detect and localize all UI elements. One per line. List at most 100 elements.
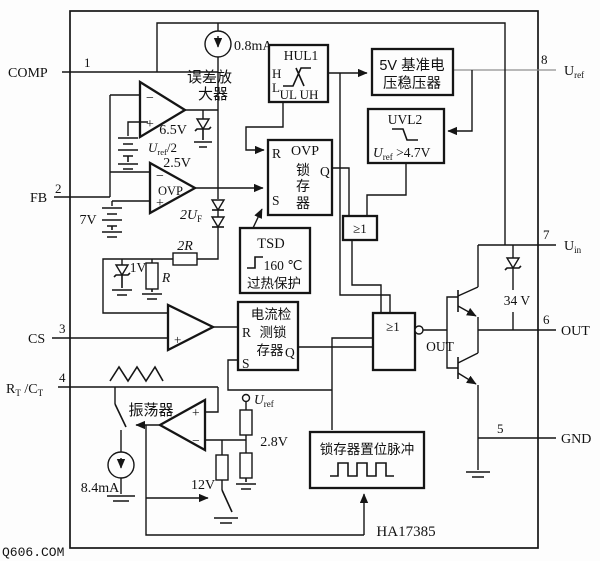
uref2-label: Uref/2	[148, 140, 177, 157]
hysteresis-icon	[283, 67, 311, 87]
inverter-bubble-icon	[414, 325, 424, 335]
pin-4-rtct: RT /CT 4	[6, 370, 218, 398]
hysteresis-icon	[392, 128, 418, 141]
svg-text:L: L	[272, 80, 280, 95]
minus-input: −	[146, 91, 154, 106]
ground-icon	[107, 495, 135, 502]
diode-icon	[210, 216, 226, 229]
svg-text:电流检: 电流检	[251, 307, 292, 322]
gate-label: ≥1	[353, 221, 367, 236]
pin-label: RT /CT	[6, 382, 44, 398]
svg-text:UL UH: UL UH	[280, 87, 319, 102]
uvl2-block: UVL2 Uref >4.7V	[366, 70, 473, 216]
uvl2-condition: Uref >4.7V	[373, 145, 431, 162]
q-output-label: Q	[285, 345, 295, 360]
plus-input: +	[174, 332, 181, 347]
pin-number: 3	[59, 321, 66, 336]
ground-icon	[214, 517, 238, 524]
latch-set-pulse-block: 锁存器置位脉冲	[308, 430, 426, 490]
thermal-shutdown-block: TSD 160 ℃ 过热保护	[238, 208, 312, 295]
switch-icon	[221, 489, 233, 513]
uref-tap-label: Uref	[254, 392, 274, 409]
r-label: R	[161, 270, 171, 285]
vf-label: 2UF	[180, 208, 202, 224]
pin-label: FB	[30, 191, 47, 206]
current-sense-latch: 电流检 R 测锁 存器 Q S	[227, 300, 373, 391]
hul1-title: HUL1	[284, 48, 319, 63]
sawtooth-icon	[109, 365, 164, 383]
battery-symbol	[118, 137, 138, 157]
switch-icon	[114, 403, 127, 428]
ground-icon	[236, 478, 256, 490]
minus-input: −	[192, 433, 200, 448]
pulse-block-title: 锁存器置位脉冲	[320, 442, 415, 457]
resistor-r	[145, 262, 159, 290]
or-gate-small: ≥1	[341, 214, 382, 313]
ground-icon	[142, 289, 162, 300]
pin-6-out: 6 OUT	[478, 312, 590, 339]
error-amp-label-1: 误差放	[187, 69, 232, 86]
svg-text:锁: 锁	[296, 162, 310, 178]
opamp-triangle	[138, 79, 188, 140]
pin-number: 4	[59, 370, 66, 385]
svg-text:H: H	[272, 66, 281, 81]
s-input-label: S	[242, 356, 250, 371]
pulse-train-icon	[330, 462, 394, 477]
v12-label: 12V	[191, 478, 215, 493]
q-output-label: Q	[320, 164, 330, 179]
ground-icon	[466, 471, 490, 478]
resistor-icon	[239, 409, 253, 436]
pin-label: CS	[28, 332, 45, 347]
out-node-label: OUT	[426, 339, 454, 354]
clamp-zener-6p5v: 6.5V Uref/2 2.5V	[148, 110, 212, 171]
tsd-temp: 160 ℃	[264, 258, 303, 273]
diode-icon	[210, 199, 226, 212]
plus-input: +	[146, 117, 154, 132]
current-source-0p8ma: 0.8mA	[204, 30, 273, 199]
pin-number: 6	[543, 312, 550, 327]
pin-5-gnd: 5 GND	[478, 421, 591, 447]
latch-title: OVP	[291, 144, 319, 159]
ground-icon	[102, 226, 122, 238]
ref5v-line2: 压稳压器	[383, 75, 441, 92]
chip-name: HA17385	[376, 524, 435, 540]
resistor-2r	[172, 252, 198, 266]
pin-number: 1	[84, 55, 91, 70]
error-amp-label-2: 大器	[198, 86, 228, 103]
zener-icon	[114, 264, 130, 277]
supply-rail	[156, 22, 506, 245]
feedback-divider-network: 2UF 2R 1V R	[102, 199, 226, 314]
oscillator-label: 振荡器	[128, 402, 173, 419]
pin-number: 2	[55, 181, 62, 196]
gate-label: ≥1	[386, 319, 400, 334]
svg-text:存器: 存器	[257, 343, 284, 358]
current-source-value: 0.8mA	[234, 39, 273, 54]
pin-2-fb: FB 2	[30, 181, 110, 206]
minus-input: −	[156, 169, 164, 184]
resistor-icon	[239, 452, 253, 479]
comparator-triangle	[166, 303, 216, 352]
plus-input: +	[156, 196, 164, 211]
error-amplifier: − + 误差放 大器	[109, 69, 232, 197]
ic-boundary	[69, 10, 539, 549]
comparator-triangle	[148, 161, 198, 215]
ovp-ref-value: 7V	[79, 213, 96, 228]
timing-discharge-branch: 8.4mA	[81, 387, 135, 502]
zener-icon	[195, 118, 211, 131]
watermark: Q606.COM	[2, 545, 64, 560]
clamp-value: 6.5V	[159, 123, 187, 138]
reference-divider: Uref 2.8V 12V	[191, 392, 288, 524]
svg-text:器: 器	[296, 195, 310, 211]
osc-current-value: 8.4mA	[81, 481, 120, 496]
uvl2-title: UVL2	[388, 112, 423, 127]
pin-1-comp: COMP 1	[8, 55, 218, 81]
output-transistors	[457, 245, 490, 478]
terminal-icon	[241, 393, 251, 403]
hul1-block: HUL1 H L UL UH	[267, 43, 391, 313]
ground-icon	[194, 129, 212, 148]
zener-value: 34 V	[504, 293, 531, 308]
step-icon	[247, 256, 263, 269]
resistor-icon	[215, 454, 229, 481]
tsd-title: TSD	[257, 236, 284, 252]
